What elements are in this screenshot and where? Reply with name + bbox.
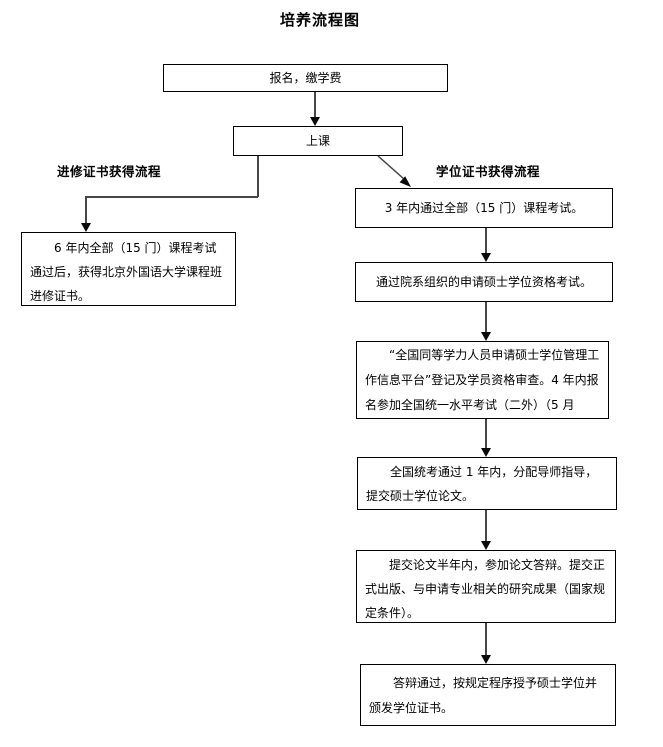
connector-step1-step2 (485, 228, 487, 254)
connector-step3-step4 (485, 419, 487, 449)
degree-step-2-box: 通过院系组织的申请硕士学位资格考试。 (355, 262, 613, 302)
down-arrowhead-icon (481, 541, 491, 550)
degree-step-3-box: “全国同等学力人员申请硕士学位管理工作信息平台”登记及学员资格审查。4 年内报名… (356, 341, 609, 419)
connector-step4-step5 (485, 510, 487, 542)
diagonal-arrowhead-icon (399, 176, 411, 187)
page-title: 培养流程图 (279, 11, 360, 29)
connector-step5-step6 (485, 623, 487, 656)
degree-step-4-box: 全国统考通过 1 年内，分配导师指导，提交硕士学位论文。 (357, 457, 617, 510)
down-arrowhead-icon (81, 223, 91, 232)
arrow-attend-to-degree-branch (377, 155, 411, 187)
degree-step-6-box: 答辩通过，按规定程序授予硕士学位并颁发学位证书。 (360, 664, 616, 726)
connector-diagonal (377, 155, 405, 180)
down-arrowhead-icon (481, 253, 491, 262)
branch-label-right: 学位证书获得流程 (436, 164, 541, 179)
connector-left-branch-drop (257, 156, 259, 197)
connector-enroll-attend (314, 92, 316, 118)
down-arrowhead-icon (310, 117, 320, 126)
degree-step-1-box: 3 年内通过全部（15 门）课程考试。 (355, 188, 613, 228)
connector-left-branch-across (85, 196, 258, 198)
enroll-box: 报名，缴学费 (163, 64, 448, 92)
down-arrowhead-icon (481, 655, 491, 664)
degree-step-5-box: 提交论文半年内，参加论文答辩。提交正式出版、与申请专业相关的研究成果（国家规定条… (356, 550, 616, 623)
down-arrowhead-icon (481, 332, 491, 341)
connector-left-branch-down (85, 196, 87, 224)
attend-class-box: 上课 (233, 126, 403, 156)
connector-step2-step3 (485, 302, 487, 333)
down-arrowhead-icon (481, 448, 491, 457)
branch-label-left: 进修证书获得流程 (57, 164, 162, 179)
left-cert-box: 6 年内全部（15 门）课程考试通过后，获得北京外国语大学课程班进修证书。 (21, 232, 236, 306)
